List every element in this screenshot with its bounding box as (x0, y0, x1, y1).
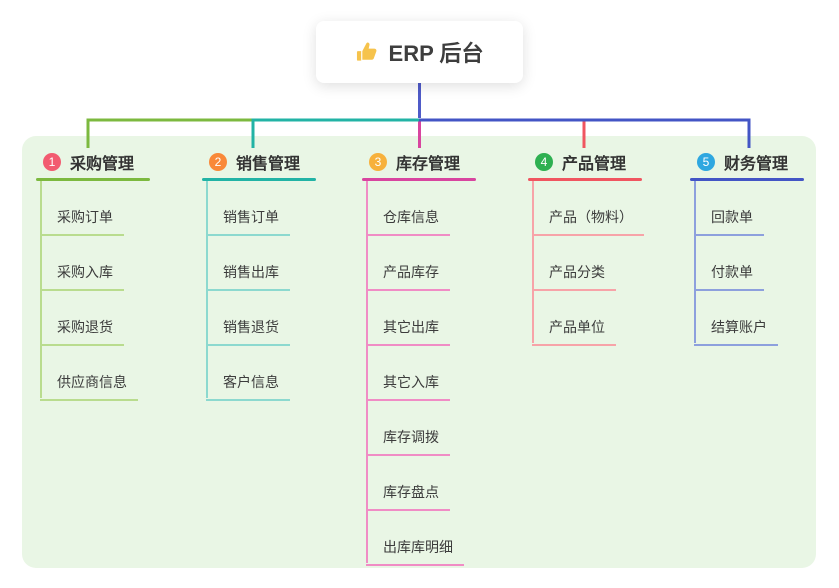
branch-title: 采购管理 (70, 156, 135, 173)
node-item[interactable]: 库存盘点 (366, 456, 476, 511)
node-item-label: 回款单 (694, 207, 764, 236)
node-item[interactable]: 采购入库 (40, 236, 150, 291)
branch-trunk-line (206, 181, 208, 398)
node-item[interactable]: 其它出库 (366, 291, 476, 346)
node-item[interactable]: 销售退货 (206, 291, 316, 346)
branch-header[interactable]: 5 财务管理 (690, 149, 804, 175)
node-item-label: 出库库明细 (366, 537, 464, 566)
branch-underline (202, 178, 316, 181)
node-item[interactable]: 库存调拨 (366, 401, 476, 456)
node-item-label: 库存盘点 (366, 482, 450, 511)
branch-number-badge: 1 (43, 153, 61, 171)
node-item[interactable]: 产品库存 (366, 236, 476, 291)
node-item[interactable]: 供应商信息 (40, 346, 150, 401)
node-item-label: 销售退货 (206, 317, 290, 346)
branch-number-badge: 2 (209, 153, 227, 171)
node-item-label: 付款单 (694, 262, 764, 291)
node-item-label: 采购入库 (40, 262, 124, 291)
branch-title: 库存管理 (396, 156, 461, 173)
node-item-label: 其它出库 (366, 317, 450, 346)
node-item-label: 销售出库 (206, 262, 290, 291)
branch-children: 采购订单 采购入库 采购退货 供应商信息 (40, 181, 150, 401)
node-item[interactable]: 产品单位 (532, 291, 644, 346)
branches-panel (22, 136, 816, 568)
branch-underline (528, 178, 642, 181)
branch-header[interactable]: 4 产品管理 (528, 149, 644, 175)
node-item[interactable]: 其它入库 (366, 346, 476, 401)
node-item[interactable]: 结算账户 (694, 291, 804, 346)
branch-title: 销售管理 (236, 156, 301, 173)
branch-trunk-line (532, 181, 534, 343)
branch-children: 销售订单 销售出库 销售退货 客户信息 (206, 181, 316, 401)
node-item[interactable]: 产品（物料） (532, 181, 644, 236)
branch-children: 产品（物料） 产品分类 产品单位 (532, 181, 644, 346)
branch-column-finance: 5 财务管理 回款单 付款单 结算账户 (690, 149, 804, 346)
branch-title: 财务管理 (724, 156, 789, 173)
node-item[interactable]: 回款单 (694, 181, 804, 236)
branch-title: 产品管理 (562, 156, 627, 173)
node-item[interactable]: 采购订单 (40, 181, 150, 236)
node-item-label: 产品（物料） (532, 207, 644, 236)
node-item-label: 库存调拨 (366, 427, 450, 456)
branch-column-product: 4 产品管理 产品（物料） 产品分类 产品单位 (528, 149, 644, 346)
node-item[interactable]: 出库库明细 (366, 511, 476, 566)
node-item-label: 产品库存 (366, 262, 450, 291)
branch-number-badge: 3 (369, 153, 387, 171)
node-item[interactable]: 产品分类 (532, 236, 644, 291)
node-item-label: 结算账户 (694, 317, 778, 346)
branch-column-sales: 2 销售管理 销售订单 销售出库 销售退货 客户信息 (202, 149, 316, 401)
branch-children: 仓库信息 产品库存 其它出库 其它入库 库存调拨 库存盘点 出库库明细 (366, 181, 476, 566)
node-item[interactable]: 销售订单 (206, 181, 316, 236)
node-item-label: 其它入库 (366, 372, 450, 401)
node-item[interactable]: 销售出库 (206, 236, 316, 291)
branch-trunk-line (694, 181, 696, 343)
node-item-label: 产品单位 (532, 317, 616, 346)
branch-underline (362, 178, 476, 181)
node-item-label: 销售订单 (206, 207, 290, 236)
branch-column-purchase: 1 采购管理 采购订单 采购入库 采购退货 供应商信息 (36, 149, 150, 401)
node-item-label: 采购退货 (40, 317, 124, 346)
branch-trunk-line (40, 181, 42, 398)
node-item[interactable]: 仓库信息 (366, 181, 476, 236)
branch-children: 回款单 付款单 结算账户 (694, 181, 804, 346)
branch-column-inventory: 3 库存管理 仓库信息 产品库存 其它出库 其它入库 库存调拨 库存盘点 出库库… (362, 149, 476, 566)
branch-trunk-line (366, 181, 368, 563)
node-item-label: 产品分类 (532, 262, 616, 291)
node-item-label: 采购订单 (40, 207, 124, 236)
node-item[interactable]: 付款单 (694, 236, 804, 291)
node-item-label: 客户信息 (206, 372, 290, 401)
branch-header[interactable]: 2 销售管理 (202, 149, 316, 175)
branch-header[interactable]: 3 库存管理 (362, 149, 476, 175)
branch-number-badge: 4 (535, 153, 553, 171)
branch-underline (36, 178, 150, 181)
root-node[interactable]: ERP 后台 (316, 21, 523, 83)
branch-underline (690, 178, 804, 181)
thumbs-up-icon (356, 42, 376, 61)
branch-number-badge: 5 (697, 153, 715, 171)
node-item[interactable]: 客户信息 (206, 346, 316, 401)
node-item-label: 仓库信息 (366, 207, 450, 236)
branch-header[interactable]: 1 采购管理 (36, 149, 150, 175)
node-item[interactable]: 采购退货 (40, 291, 150, 346)
node-item-label: 供应商信息 (40, 372, 138, 401)
root-title: ERP 后台 (388, 41, 484, 66)
